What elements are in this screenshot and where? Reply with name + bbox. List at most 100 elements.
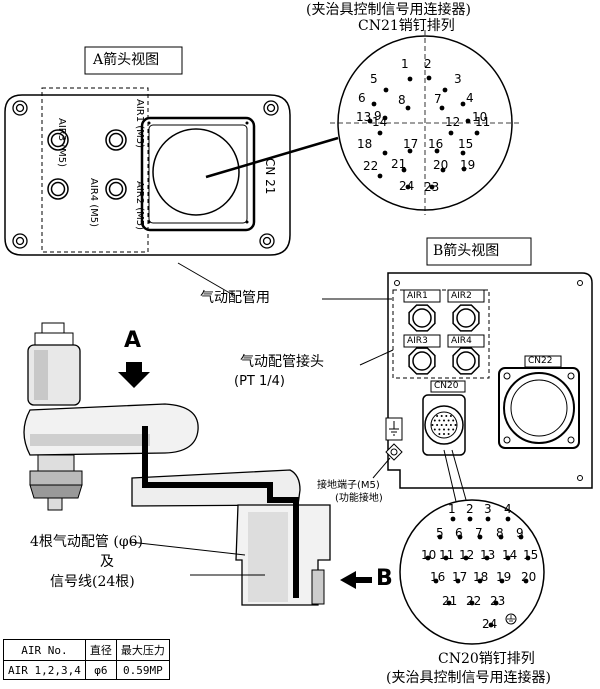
table-cell: φ6 — [84, 660, 117, 680]
cn21-pin-label: 1 — [401, 57, 409, 71]
cn21-pin-dot — [367, 118, 373, 124]
ground-terminal-line1: 接地端子(M5) — [317, 480, 380, 491]
cn20-pin-dot — [518, 534, 524, 540]
cn21-pin-diagram — [330, 30, 522, 215]
cn21-pin-dot — [442, 87, 448, 93]
table-header: 直径 — [84, 639, 117, 661]
cn20-pin-label: 7 — [475, 526, 483, 540]
cn21-pin-label: 9 — [374, 109, 382, 123]
cn21-pin-dot — [382, 150, 388, 156]
table-header: 最大压力 — [115, 639, 170, 661]
cn20-pin-label: 9 — [516, 526, 524, 540]
view-b-port-air4: AIR4 — [451, 336, 472, 346]
cn20-caption-line1: CN20销钉排列 — [438, 651, 535, 667]
cn21-pin-label: 8 — [398, 93, 406, 107]
cn21-pin-label: 12 — [445, 115, 461, 129]
pneumatic-fitting-label: 气动配管接头 — [240, 354, 324, 370]
view-a-port-air3: AIR3 (M5) — [56, 118, 67, 168]
cn21-pin-label: 14 — [372, 115, 388, 129]
cn21-pin-dot — [383, 87, 389, 93]
cn20-pin-label: 15 — [523, 548, 539, 562]
cn21-pin-label: 18 — [357, 137, 373, 151]
cn20-mini-pin — [452, 428, 455, 431]
cn20-mini-pin — [438, 433, 441, 435]
cn21-pin-label: 20 — [433, 158, 449, 172]
cn21-pin-dot — [426, 75, 432, 81]
arrow-b-label: B — [376, 566, 393, 591]
cn21-pin-label: 15 — [458, 137, 474, 151]
cn20-mini-pin — [447, 428, 450, 431]
cn21-pin-label: 3 — [454, 72, 462, 86]
cn20-mini-pin — [443, 428, 445, 431]
cn20-mini-pin — [449, 415, 452, 417]
cn21-pin-dot — [407, 76, 413, 82]
view-b-plate — [385, 272, 593, 489]
cn20-pin-dot — [477, 578, 483, 584]
view-b-port-air3: AIR3 — [407, 336, 428, 346]
cn20-pin-dot — [498, 534, 504, 540]
cn20-pin-dot — [437, 534, 443, 540]
table-cell: 0.59MP — [115, 660, 170, 680]
cn21-pin-label: 17 — [403, 137, 419, 151]
cn20-mini-pin — [445, 424, 448, 426]
cn20-pin-dot — [477, 534, 483, 540]
cn20-pin-dot — [493, 600, 499, 606]
view-a-port-air1: AIR1 (M5) — [134, 99, 145, 149]
cn20-pin-label: 3 — [484, 502, 492, 516]
view-a-plate — [4, 87, 339, 256]
air-fitting-bore — [456, 308, 476, 328]
cn20-mini-pin — [445, 415, 448, 417]
cn20-mini-pin — [440, 424, 443, 426]
tubes-label-line3: 信号线(24根) — [50, 574, 135, 590]
cn21-pin-dot — [429, 184, 435, 190]
cn21-caption-line2: CN21销钉排列 — [358, 18, 455, 34]
cn20-mini-pin — [449, 424, 452, 426]
table-cell: AIR 1,2,3,4 — [3, 660, 86, 680]
cn20-pin-label: 6 — [455, 526, 463, 540]
cn21-pin-label: 22 — [363, 159, 379, 173]
cn20-pin-label: 1 — [448, 502, 456, 516]
cn21-pin-dot — [401, 167, 407, 173]
cn21-pin-dot — [460, 150, 466, 156]
cn20-pin-dot — [450, 516, 456, 522]
cn20-mini-pin — [440, 415, 443, 417]
cn20-pin-label: 17 — [452, 570, 468, 584]
cn21-pin-dot — [474, 130, 480, 136]
cn20-pin-dot — [484, 555, 490, 561]
cn20-pin-label: 19 — [496, 570, 512, 584]
cn20-pin-dot — [505, 555, 511, 561]
cn20-pin-label: 4 — [504, 502, 512, 516]
table-header: AIR No. — [3, 639, 86, 661]
cn21-pin-label: 23 — [424, 180, 440, 194]
cn20-mini-pin — [433, 428, 436, 431]
cn21-pin-label: 10 — [472, 110, 488, 124]
pneumatic-piping-label: 气动配管用 — [200, 290, 270, 306]
cn20-caption-line2: (夹治具控制信号用连接器) — [386, 670, 551, 686]
tubes-label-line2: 及 — [100, 554, 114, 570]
cn21-pin-dot — [405, 105, 411, 111]
cn20-mini-pin — [452, 419, 455, 422]
cn20-mini-pin — [443, 419, 445, 422]
view-a-label: A箭头视图 — [93, 52, 160, 68]
cn21-pin-label: 2 — [424, 57, 432, 71]
cn20-pin-dot — [433, 578, 439, 584]
cn20-mini-pin — [447, 419, 450, 422]
air-fitting-bore — [412, 308, 432, 328]
cn20-mini-pin — [438, 419, 441, 422]
cn20-mini-pin — [454, 424, 457, 426]
cn21-pin-label: 16 — [428, 137, 444, 151]
view-b-connector-cn22: CN22 — [528, 356, 553, 366]
cn20-pin-dot — [457, 534, 463, 540]
cn21-pin-label: 19 — [460, 158, 476, 172]
cn20-pin-dot — [499, 578, 505, 584]
cn20-pin-dot — [443, 555, 449, 561]
view-a-port-air2: AIR2 (M5) — [134, 181, 145, 231]
cn20-pin-dot — [455, 578, 461, 584]
cn20-pin-dot — [505, 516, 511, 522]
cn21-pin-label: 21 — [391, 157, 407, 171]
cn20-mini-pin — [436, 415, 439, 417]
cn20-pin-dot — [525, 555, 531, 561]
cn21-pin-label: 24 — [399, 179, 415, 193]
robot-illustration — [23, 322, 372, 606]
tubes-label-line1: 4根气动配管 (φ6) — [30, 534, 143, 550]
